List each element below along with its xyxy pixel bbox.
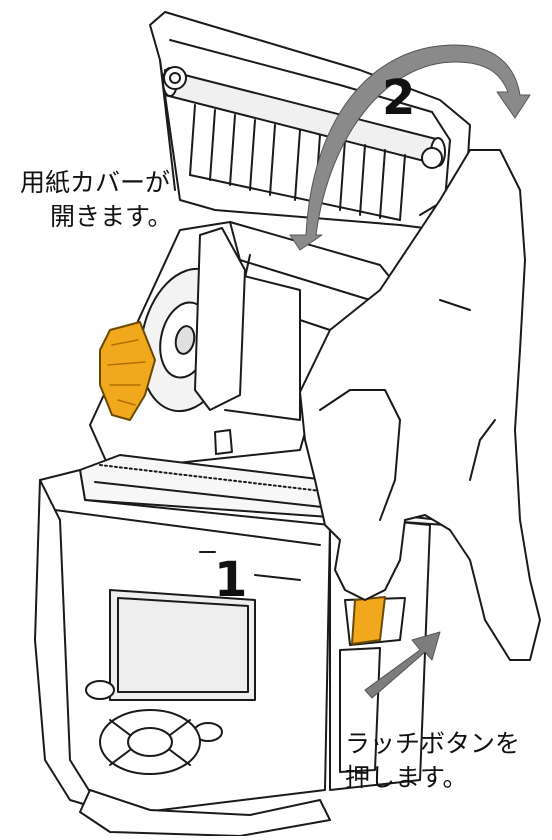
media-latch	[99, 321, 156, 421]
cover-opens-line-2: 開きます。	[50, 202, 173, 231]
media-cover	[149, 11, 471, 231]
press-latch-line-1: ラッチボタンを	[345, 729, 521, 758]
press-latch-caption: ラッチボタンを 押します。	[345, 727, 520, 795]
open-arrow	[289, 44, 531, 251]
cover-opens-line-1: 用紙カバーが	[20, 168, 171, 197]
press-latch-line-2: 押します。	[345, 763, 468, 792]
front-housing	[34, 469, 331, 837]
step-2-label: 2	[382, 70, 416, 126]
cover-opens-caption: 用紙カバーが 開きます。	[20, 166, 173, 234]
push-arrow	[364, 631, 441, 699]
step-1-label: 1	[214, 552, 248, 608]
hand	[299, 149, 541, 661]
